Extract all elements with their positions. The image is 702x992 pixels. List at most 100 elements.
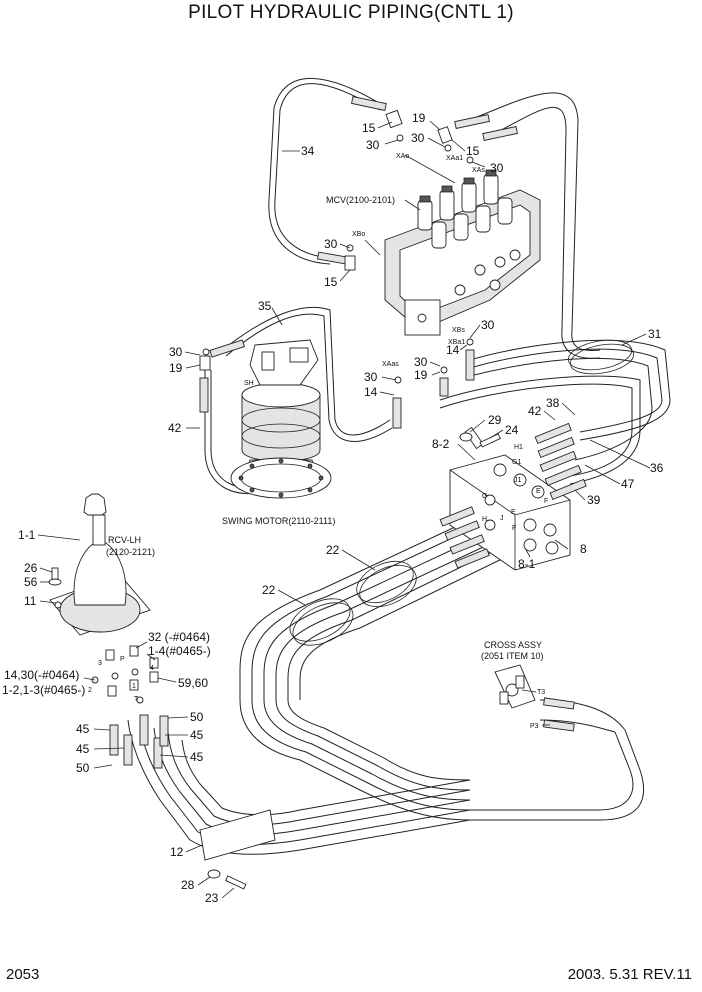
- port-label: XBa1: [448, 339, 465, 346]
- component-labels: MCV(2100-2101) SWING MOTOR(2110-2111) RC…: [106, 195, 544, 661]
- port-label: J: [500, 515, 504, 522]
- port-label: J1: [514, 477, 522, 484]
- part-label: 31: [648, 327, 662, 341]
- part-label: 35: [258, 299, 272, 313]
- port-label: SH: [244, 380, 254, 387]
- right-hose-fittings: [439, 422, 587, 569]
- clamps: [199, 339, 635, 861]
- part-label: 34: [301, 144, 315, 158]
- port-label: E: [536, 488, 541, 495]
- port-label: XAas: [382, 361, 399, 368]
- part-label: 39: [587, 493, 601, 507]
- port-label: XAs: [472, 167, 485, 174]
- port-label: 1: [132, 683, 136, 690]
- part-label: 30: [490, 161, 504, 175]
- port-label: XBo: [352, 231, 365, 238]
- part-label: 19: [412, 111, 426, 125]
- rcv-lh-label: RCV-LH: [108, 535, 141, 545]
- part-label: 59,60: [178, 676, 208, 690]
- part-label: 23: [205, 891, 219, 905]
- port-label: T3: [537, 689, 545, 696]
- revision-date: 2003. 5.31 REV.11: [567, 966, 692, 983]
- part-label: 26: [24, 561, 38, 575]
- cross-assy-label: CROSS ASSY: [484, 640, 542, 650]
- part-label: 22: [326, 543, 340, 557]
- hose-routes: [127, 77, 671, 855]
- part-label: 36: [650, 461, 664, 475]
- page-number: 2053: [6, 966, 40, 983]
- part-label: 12: [170, 845, 184, 859]
- port-label: 3: [98, 660, 102, 667]
- port-label: H: [482, 516, 487, 523]
- rcv-lh-joystick: [48, 493, 151, 636]
- part-label: 50: [190, 710, 204, 724]
- part-label: 30: [366, 138, 380, 152]
- port-label: F: [544, 498, 548, 505]
- part-label: 42: [528, 404, 542, 418]
- rcv-lh-ref-label: (2120-2121): [106, 547, 155, 557]
- part-label: 11: [24, 594, 37, 608]
- port-label: 4: [150, 665, 154, 672]
- swing-motor: [230, 339, 332, 499]
- part-label: 15: [362, 121, 376, 135]
- port-label: XAo: [396, 153, 409, 160]
- port-label: P3: [530, 723, 539, 730]
- rcv-port-fittings: [91, 645, 169, 769]
- swing-motor-flange: [230, 457, 332, 499]
- bracket-12: [199, 809, 276, 861]
- part-label: 56: [24, 575, 38, 589]
- part-label: 8-1: [518, 557, 536, 571]
- port-label: XAa1: [446, 155, 463, 162]
- part-label: 22: [262, 583, 276, 597]
- part-label: 30: [481, 318, 495, 332]
- part-label: 32 (-#0464): [148, 630, 210, 644]
- part-label: 45: [76, 722, 90, 736]
- part-label: 47: [621, 477, 635, 491]
- top-hose-fittings: [199, 95, 518, 429]
- mcv-valve: [384, 169, 541, 336]
- part-label: 50: [76, 761, 90, 775]
- bolts-washers: [207, 433, 501, 890]
- part-label: 45: [76, 742, 90, 756]
- leader-lines: [37, 120, 651, 899]
- part-label: 30: [169, 345, 183, 359]
- part-label: 28: [181, 878, 195, 892]
- port-label: H1: [514, 444, 523, 451]
- part-label: 29: [488, 413, 502, 427]
- port-label: XBs: [452, 327, 465, 334]
- part-label: 14: [446, 343, 460, 357]
- port-label: G1: [512, 459, 521, 466]
- part-label: 19: [414, 368, 428, 382]
- part-label: 8: [580, 542, 587, 556]
- part-label: 30: [411, 131, 425, 145]
- swing-motor-label: SWING MOTOR(2110-2111): [222, 516, 335, 526]
- port-label: 2: [88, 687, 92, 694]
- port-label: P: [120, 656, 125, 663]
- part-label: 15: [324, 275, 338, 289]
- part-label: 30: [324, 237, 338, 251]
- part-label: 30: [414, 355, 428, 369]
- port-label: F: [512, 525, 516, 532]
- part-label: 24: [505, 423, 519, 437]
- part-label: 42: [168, 421, 182, 435]
- part-label: 1-2,1-3(#0465-): [2, 683, 85, 697]
- cross-assy-ref-label: (2051 ITEM 10): [481, 651, 544, 661]
- part-number-labels: 34 15 30 19 30 15 30 30 15 35 30 19 30 1…: [2, 111, 664, 905]
- port-label: G: [482, 493, 487, 500]
- part-label: 1-4(#0465-): [148, 644, 211, 658]
- port-label: E: [511, 509, 516, 516]
- cross-assy: [494, 664, 575, 732]
- part-label: 19: [169, 361, 183, 375]
- port-labels: XAo XAa1 XAs XBo XBs XBa1 XAas SH H1 G1 …: [88, 153, 548, 730]
- part-label: 38: [546, 396, 560, 410]
- port-label: T: [134, 696, 139, 703]
- part-label: 30: [364, 370, 378, 384]
- mcv-label: MCV(2100-2101): [326, 195, 395, 205]
- part-label: 14: [364, 385, 378, 399]
- part-label: 8-2: [432, 437, 450, 451]
- diagram-title: PILOT HYDRAULIC PIPING(CNTL 1): [188, 2, 514, 23]
- part-label: 14,30(-#0464): [4, 668, 79, 682]
- part-label: 1-1: [18, 528, 36, 542]
- part-label: 45: [190, 728, 204, 742]
